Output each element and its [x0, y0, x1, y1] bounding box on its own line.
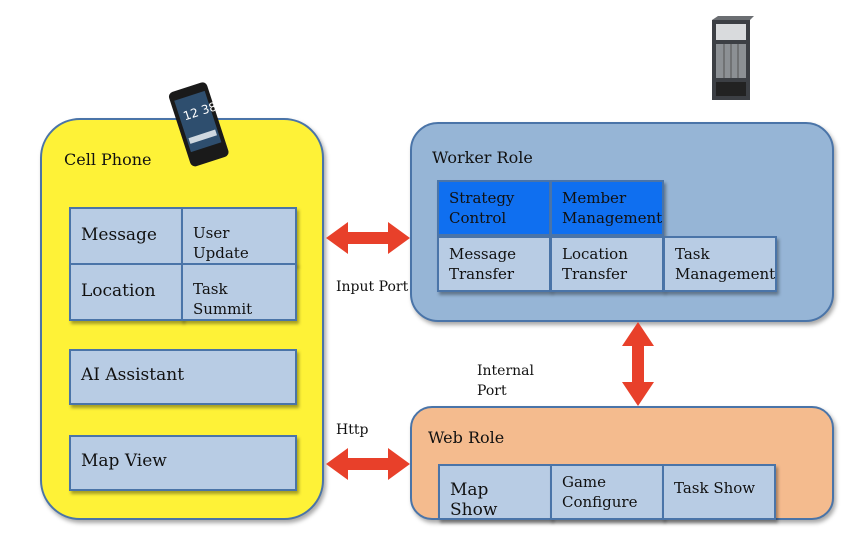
module-strategy-control-line1: Strategy [449, 189, 515, 207]
module-map-show: Map Show [438, 464, 552, 520]
module-game-configure: Game Configure [550, 464, 664, 520]
module-location-transfer-line2: Transfer [562, 265, 628, 283]
module-location: Location [69, 263, 183, 321]
module-task-summit: Task Summit [181, 263, 297, 321]
module-game-configure-line2: Configure [562, 493, 638, 511]
module-member-management-line2: Management [562, 209, 663, 227]
module-message-transfer-line1: Message [449, 245, 517, 263]
module-strategy-control-line2: Control [449, 209, 507, 227]
module-message-transfer-line2: Transfer [449, 265, 515, 283]
worker-role-container: Worker Role Strategy Control Member Mana… [410, 122, 834, 322]
web-role-title: Web Role [428, 428, 505, 447]
internal-port-arrow [622, 322, 654, 406]
worker-role-title: Worker Role [432, 148, 533, 167]
module-task-management: Task Management [663, 236, 777, 292]
internal-port-label: Internal Port [477, 361, 534, 401]
module-member-management: Member Management [550, 180, 664, 236]
module-location-transfer: Location Transfer [550, 236, 664, 292]
input-port-arrow [326, 222, 410, 254]
web-role-container: Web Role Map Show Game Configure Task Sh… [410, 406, 834, 520]
module-task-management-line1: Task [675, 245, 710, 263]
internal-port-label-line2: Port [477, 383, 507, 399]
internal-port-label-line1: Internal [477, 363, 534, 379]
http-label: Http [336, 422, 369, 438]
mobile-phone-icon: 12 38 [168, 82, 229, 167]
module-location-transfer-line1: Location [562, 245, 628, 263]
module-user-update: User Update [181, 207, 297, 265]
module-message: Message [69, 207, 183, 265]
module-task-show: Task Show [662, 464, 776, 520]
module-message-transfer: Message Transfer [437, 236, 551, 292]
module-task-management-line2: Management [675, 265, 776, 283]
module-map-view: Map View [69, 435, 297, 491]
http-arrow [326, 448, 410, 480]
cell-phone-title: Cell Phone [64, 150, 152, 169]
input-port-label: Input Port [336, 279, 409, 295]
module-strategy-control: Strategy Control [437, 180, 551, 236]
server-icon [712, 16, 754, 100]
module-game-configure-line1: Game [562, 473, 607, 491]
cell-phone-container: Cell Phone Message User Update Location … [40, 118, 324, 520]
module-ai-assistant: AI Assistant [69, 349, 297, 405]
module-member-management-line1: Member [562, 189, 627, 207]
